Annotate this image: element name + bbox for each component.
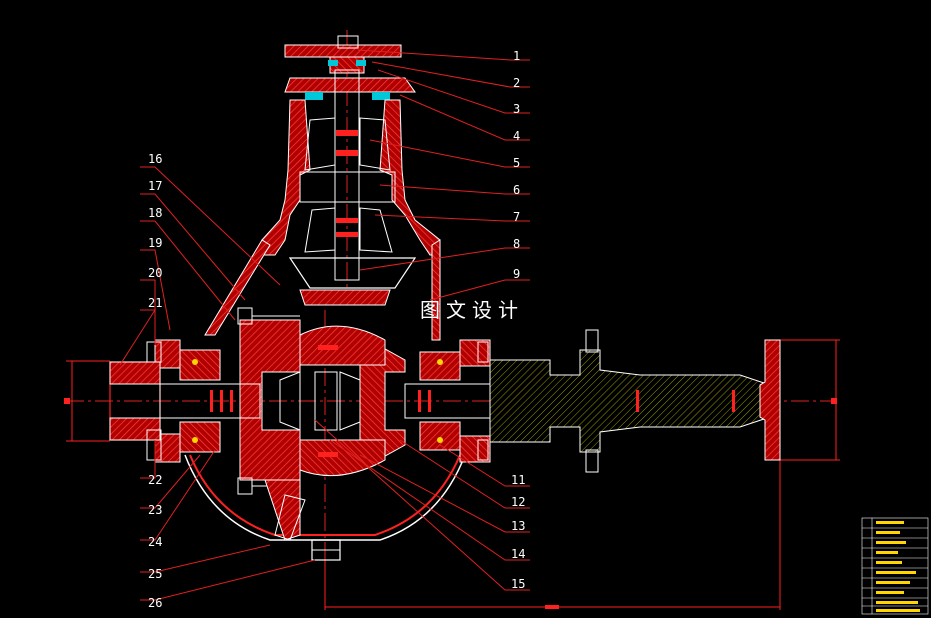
- watermark-text: 图文设计: [420, 298, 524, 322]
- axis-marker-left: [64, 398, 70, 404]
- pinion-housing: [261, 35, 441, 306]
- part-numbers-left: 16 17 18 19 20 21 22 23 24 25 26: [148, 152, 162, 610]
- part-number: 21: [148, 296, 162, 310]
- part-number: 13: [511, 519, 525, 533]
- part-number: 22: [148, 473, 162, 487]
- part-number: 12: [511, 495, 525, 509]
- part-number: 2: [513, 76, 520, 90]
- part-number: 4: [513, 129, 520, 143]
- part-number: 16: [148, 152, 162, 166]
- part-number: 24: [148, 535, 162, 549]
- leader-lines: [119, 49, 530, 601]
- part-number: 8: [513, 237, 520, 251]
- part-number: 17: [148, 179, 162, 193]
- part-number: 20: [148, 266, 162, 280]
- axle-shaft: [109, 329, 781, 473]
- part-number: 6: [513, 183, 520, 197]
- part-number: 15: [511, 577, 525, 591]
- part-number: 19: [148, 236, 162, 250]
- part-number: 14: [511, 547, 525, 561]
- part-number: 3: [513, 102, 520, 116]
- part-number: 18: [148, 206, 162, 220]
- part-number: 7: [513, 210, 520, 224]
- part-number: 1: [513, 49, 520, 63]
- differential-case: [154, 239, 491, 561]
- part-number: 5: [513, 156, 520, 170]
- part-number: 23: [148, 503, 162, 517]
- part-number: 11: [511, 473, 525, 487]
- part-number: 9: [513, 267, 520, 281]
- title-block-grid: [861, 517, 929, 615]
- title-block-text-marks: [876, 521, 920, 612]
- part-numbers-right: 1 2 3 4 5 6 7 8 9 11 12 13 14 15: [511, 49, 525, 591]
- dimension-mark-bottom: [545, 605, 559, 609]
- part-number: 26: [148, 596, 162, 610]
- axis-marker-right: [831, 398, 837, 404]
- part-number: 25: [148, 567, 162, 581]
